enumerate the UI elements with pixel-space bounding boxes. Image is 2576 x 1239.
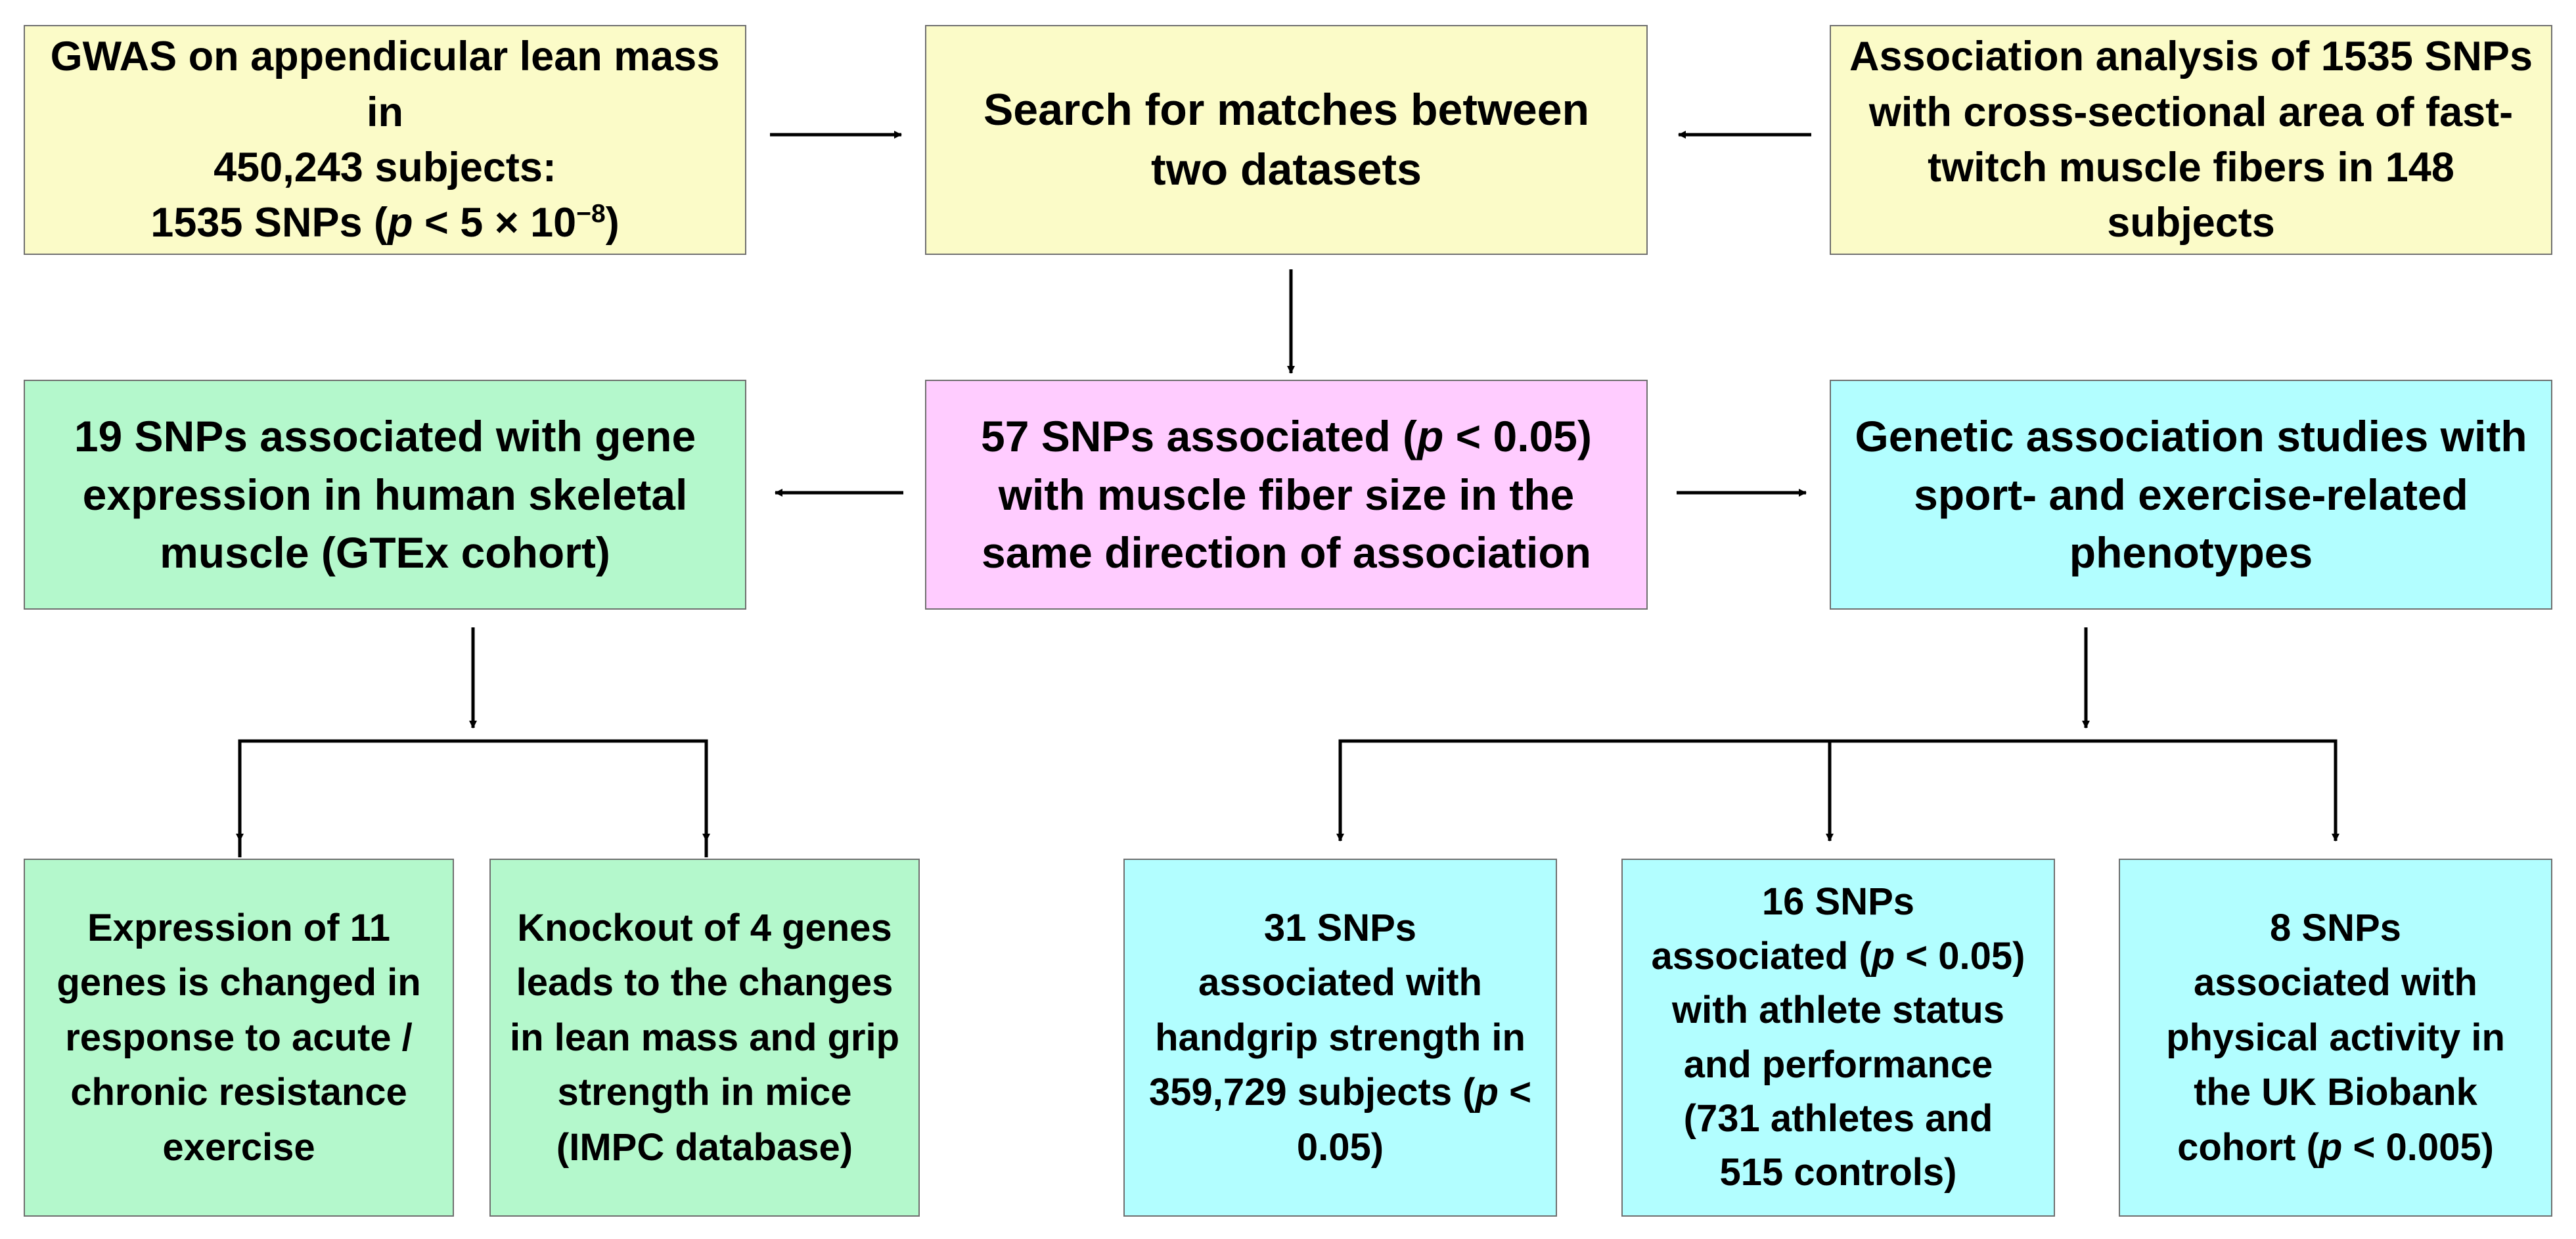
- activity-line-1: 8 SNPs: [2270, 906, 2401, 949]
- activity-line-3: physical activity in: [2166, 1016, 2505, 1059]
- search-line-2: two datasets: [1151, 145, 1422, 194]
- knockout-line-2: leads to the changes: [516, 961, 893, 1004]
- knockout-line-4: strength in mice: [557, 1071, 852, 1114]
- athlete-line-2: associated (p < 0.05): [1651, 934, 2025, 978]
- activity-line-4: the UK Biobank: [2194, 1071, 2477, 1114]
- assoc-line-3: twitch muscle fibers in 148 subjects: [1928, 145, 2454, 246]
- activity-line-5: cohort (p < 0.005): [2177, 1125, 2494, 1169]
- branch-connector-left: [238, 739, 708, 857]
- fiber-line-3: same direction of association: [982, 528, 1591, 577]
- knockout-line-5: (IMPC database): [556, 1125, 853, 1169]
- handgrip-line-5: 0.05): [1296, 1125, 1384, 1169]
- assoc-line-1: Association analysis of 1535 SNPs: [1849, 34, 2533, 80]
- search-box: Search for matches between two datasets: [925, 25, 1648, 255]
- physical-activity-box: 8 SNPs associated with physical activity…: [2119, 859, 2552, 1217]
- expression-line-3: response to acute /: [65, 1016, 413, 1059]
- athlete-box: 16 SNPs associated (p < 0.05) with athle…: [1621, 859, 2055, 1217]
- knockout-line-3: in lean mass and grip: [509, 1016, 900, 1059]
- muscle-fiber-box: 57 SNPs associated (p < 0.05) with muscl…: [925, 380, 1648, 610]
- handgrip-line-1: 31 SNPs: [1263, 906, 1417, 949]
- athlete-line-3: with athlete status: [1672, 989, 2004, 1032]
- gtex-line-1: 19 SNPs associated with gene: [74, 412, 696, 461]
- knockout-box: Knockout of 4 genes leads to the changes…: [489, 859, 920, 1217]
- gwas-line-3: 1535 SNPs (p < 5 × 10−8): [150, 200, 620, 246]
- genetic-line-2: sport- and exercise-related: [1914, 470, 2468, 519]
- branch-connector-right: [1338, 739, 2338, 841]
- handgrip-box: 31 SNPs associated with handgrip strengt…: [1123, 859, 1557, 1217]
- athlete-line-4: and performance: [1683, 1043, 1993, 1086]
- fiber-line-1: 57 SNPs associated (p < 0.05): [981, 412, 1592, 461]
- handgrip-line-2: associated with: [1198, 961, 1482, 1004]
- expression-line-2: genes is changed in: [56, 961, 421, 1004]
- fiber-line-2: with muscle fiber size in the: [998, 470, 1575, 519]
- athlete-line-1: 16 SNPs: [1761, 880, 1915, 924]
- gwas-box: GWAS on appendicular lean mass in 450,24…: [24, 25, 746, 255]
- expression-line-5: exercise: [162, 1125, 315, 1169]
- assoc-line-2: with cross-sectional area of fast-: [1868, 89, 2514, 135]
- expression-line-1: Expression of 11: [87, 906, 390, 949]
- gwas-line-2: 450,243 subjects:: [214, 145, 556, 191]
- expression-line-4: chronic resistance: [70, 1071, 407, 1114]
- activity-line-2: associated with: [2194, 961, 2477, 1004]
- knockout-line-1: Knockout of 4 genes: [517, 906, 892, 949]
- gtex-box: 19 SNPs associated with gene expression …: [24, 380, 746, 610]
- search-line-1: Search for matches between: [983, 84, 1590, 135]
- athlete-line-6: 515 controls): [1719, 1151, 1957, 1194]
- athlete-line-5: (731 athletes and: [1683, 1096, 1993, 1140]
- gwas-line-1: GWAS on appendicular lean mass in: [50, 34, 720, 135]
- handgrip-line-4: 359,729 subjects (p <: [1149, 1071, 1531, 1114]
- genetic-line-3: phenotypes: [2069, 528, 2313, 577]
- association-analysis-box: Association analysis of 1535 SNPs with c…: [1830, 25, 2552, 255]
- gtex-line-3: muscle (GTEx cohort): [160, 528, 610, 577]
- handgrip-line-3: handgrip strength in: [1155, 1016, 1525, 1059]
- genetic-studies-box: Genetic association studies with sport- …: [1830, 380, 2552, 610]
- gtex-line-2: expression in human skeletal: [82, 470, 688, 519]
- genetic-line-1: Genetic association studies with: [1855, 412, 2527, 461]
- expression-box: Expression of 11 genes is changed in res…: [24, 859, 454, 1217]
